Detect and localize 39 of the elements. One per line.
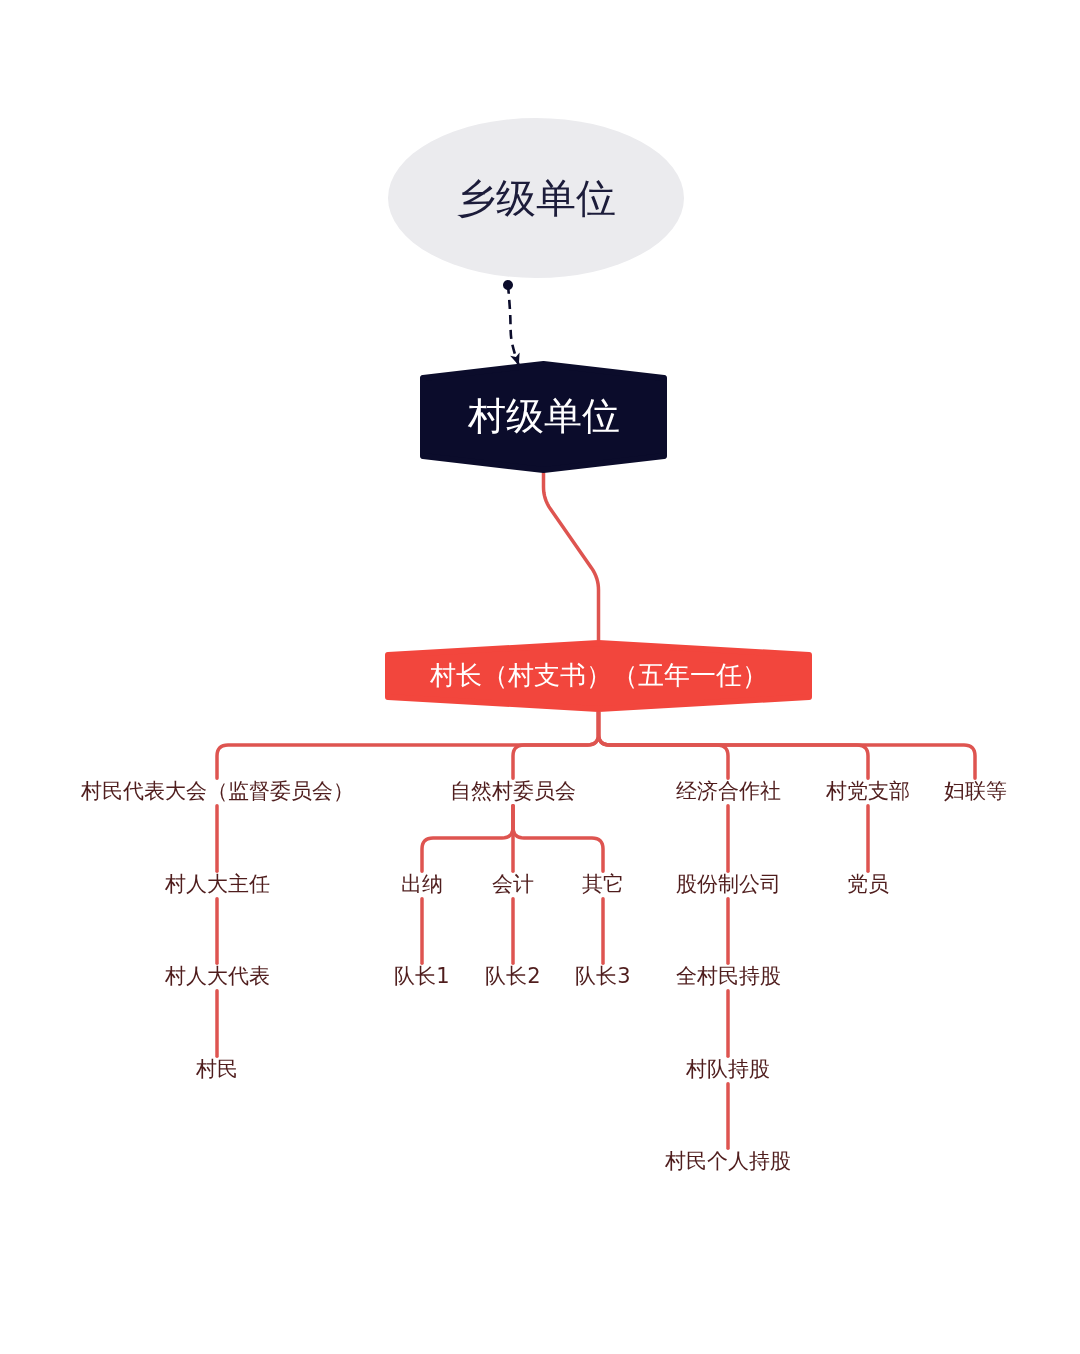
node-label: 村民 — [196, 1056, 238, 1084]
connector-line — [215, 896, 219, 966]
connector-line — [726, 896, 730, 966]
node-label: 村队持股 — [686, 1056, 770, 1084]
node-title: 村级单位 — [467, 394, 620, 440]
dashed-arrow — [503, 280, 520, 366]
node-label: 队长1 — [394, 963, 450, 991]
connector-line — [601, 896, 605, 966]
node-title: 乡级单位 — [456, 174, 616, 222]
node-label: 村人大主任 — [164, 871, 270, 899]
node-label: 村人大代表 — [164, 963, 270, 991]
node-label: 队长3 — [575, 963, 631, 991]
node-label: 经济合作社 — [675, 778, 781, 806]
node-label: 队长2 — [485, 963, 541, 991]
node-label: 村民代表大会（监督委员会） — [80, 778, 354, 806]
node-title: 村长（村支书）（五年一任） — [429, 660, 768, 692]
node-label: 全村民持股 — [675, 963, 781, 991]
connector-line — [511, 896, 515, 966]
node-label: 自然村委员会 — [450, 778, 576, 806]
node-label: 股份制公司 — [675, 871, 781, 899]
node-label: 其它 — [582, 871, 624, 899]
connector-line — [420, 896, 424, 966]
banner-node — [385, 640, 812, 712]
connector-line — [215, 803, 219, 874]
node-label: 党员 — [847, 871, 889, 899]
connector-line — [726, 988, 730, 1059]
node-label: 村党支部 — [826, 778, 910, 806]
connector-line — [511, 803, 605, 874]
node-label: 妇联等 — [943, 778, 1007, 806]
node-label: 村民个人持股 — [665, 1148, 791, 1176]
connector-line — [596, 710, 977, 781]
connector-line — [726, 1081, 730, 1151]
connector-line — [541, 471, 601, 642]
connector-line — [726, 803, 730, 874]
connector-line — [215, 988, 219, 1059]
hexagon-node — [420, 361, 667, 473]
connector-line — [866, 803, 870, 874]
node-label: 会计 — [492, 871, 534, 899]
node-label: 出纳 — [401, 871, 443, 899]
